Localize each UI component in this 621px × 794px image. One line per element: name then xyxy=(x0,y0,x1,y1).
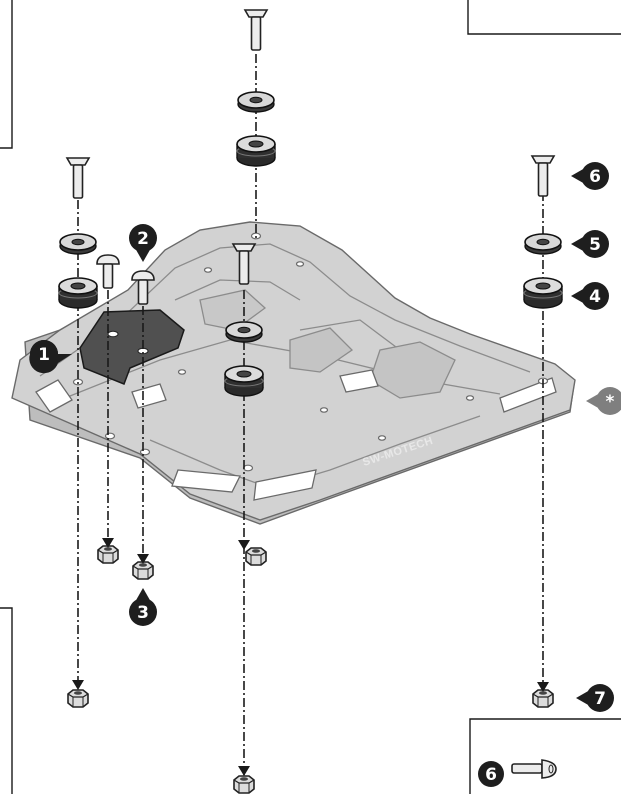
top-rack: SW-MOTECH xyxy=(11,221,576,525)
nut-right-bottom xyxy=(532,689,554,708)
countersunk-screw-left xyxy=(66,157,90,199)
callout-1: 1 xyxy=(29,340,72,374)
svg-text:4: 4 xyxy=(589,287,601,307)
grommet-center xyxy=(224,365,264,397)
grommet-top-center xyxy=(236,135,276,167)
countersunk-screw-right xyxy=(531,155,555,197)
legend-screw-icon xyxy=(511,759,557,779)
countersunk-screw-top-center xyxy=(244,9,268,51)
nut-center-bottom xyxy=(233,775,255,794)
callout-7: 7 xyxy=(576,684,614,712)
rack-handles xyxy=(35,369,557,501)
callout-4: 4 xyxy=(571,282,609,310)
legend-callout-6: 6 xyxy=(478,761,504,787)
callout-star: * xyxy=(586,387,621,415)
svg-text:2: 2 xyxy=(137,229,149,249)
arrow-plate-right xyxy=(137,554,149,564)
nut-center-under-rack xyxy=(245,547,267,566)
washer-center xyxy=(225,321,263,343)
svg-text:3: 3 xyxy=(137,603,149,623)
arrow-center-upper xyxy=(238,540,250,550)
washer-top-center xyxy=(237,91,275,113)
grommet-left xyxy=(58,277,98,309)
button-screw-plate-left xyxy=(96,254,120,289)
callout-2: 2 xyxy=(129,224,157,262)
washer-left xyxy=(59,233,97,255)
arrow-left xyxy=(72,680,84,690)
arrowheads xyxy=(72,538,549,776)
nut-left-bottom xyxy=(67,689,89,708)
rack-holes xyxy=(72,232,549,472)
rack-surface xyxy=(11,221,576,521)
callout-3: 3 xyxy=(129,588,157,626)
adapter-plate-hole-left xyxy=(107,330,119,338)
callout-5: 5 xyxy=(571,230,609,258)
arrow-center xyxy=(238,766,250,776)
arrow-right xyxy=(537,682,549,692)
svg-text:*: * xyxy=(606,392,615,412)
callout-6: 6 xyxy=(571,162,609,190)
svg-text:7: 7 xyxy=(594,689,606,709)
nut-plate-left xyxy=(97,545,119,564)
svg-text:6: 6 xyxy=(485,765,497,785)
svg-text:5: 5 xyxy=(589,235,601,255)
grommet-right xyxy=(523,277,563,309)
legend-box: 6 xyxy=(478,759,557,787)
washer-right xyxy=(524,233,562,255)
nut-plate-right xyxy=(132,561,154,580)
svg-text:6: 6 xyxy=(589,167,601,187)
adapter-plate xyxy=(79,309,185,385)
callouts: 1 2 3 4 5 6 xyxy=(29,162,621,712)
svg-text:1: 1 xyxy=(38,345,50,365)
arrow-plate-left xyxy=(102,538,114,548)
